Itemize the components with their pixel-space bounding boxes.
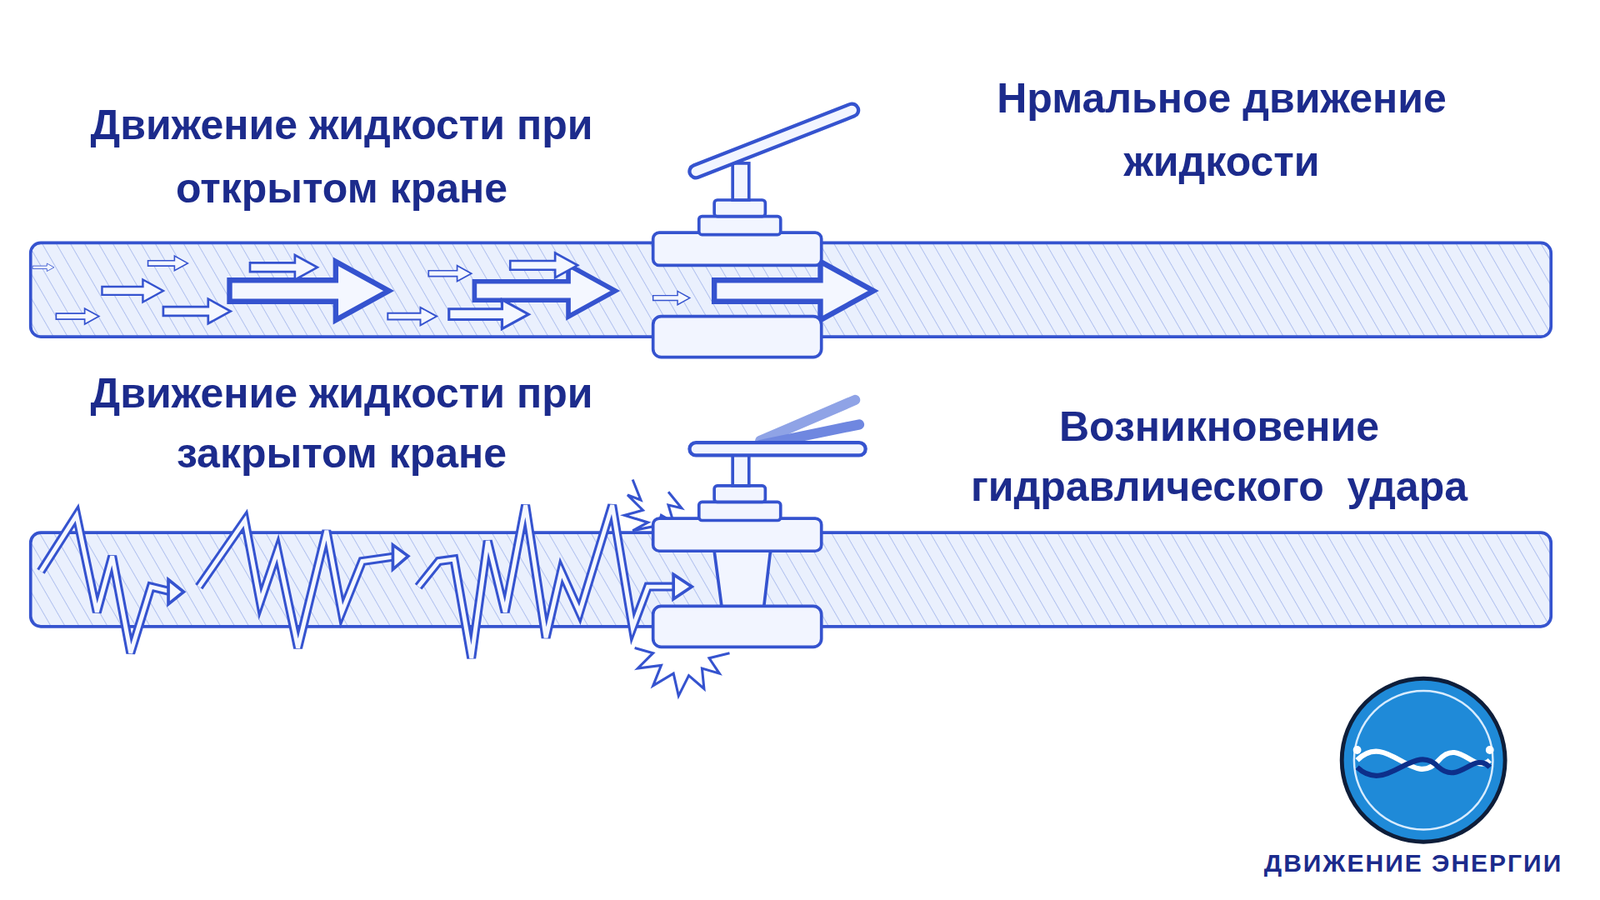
closed-valve-caption: Движение жидкости при закрытом кране [25,363,659,484]
open-valve-caption: Движение жидкости при открытом кране [25,93,659,220]
valve-open [653,110,853,357]
water-hammer-caption: Возникновение гидравлического удара [902,396,1536,517]
pressure-zigzag [40,505,692,659]
logo-text: ДВИЖЕНИЕ ЭНЕРГИИ [1238,848,1589,879]
company-logo [1341,678,1505,842]
normal-flow-caption: Нрмальное движение жидкости [930,66,1514,194]
valve-closed [653,400,860,647]
